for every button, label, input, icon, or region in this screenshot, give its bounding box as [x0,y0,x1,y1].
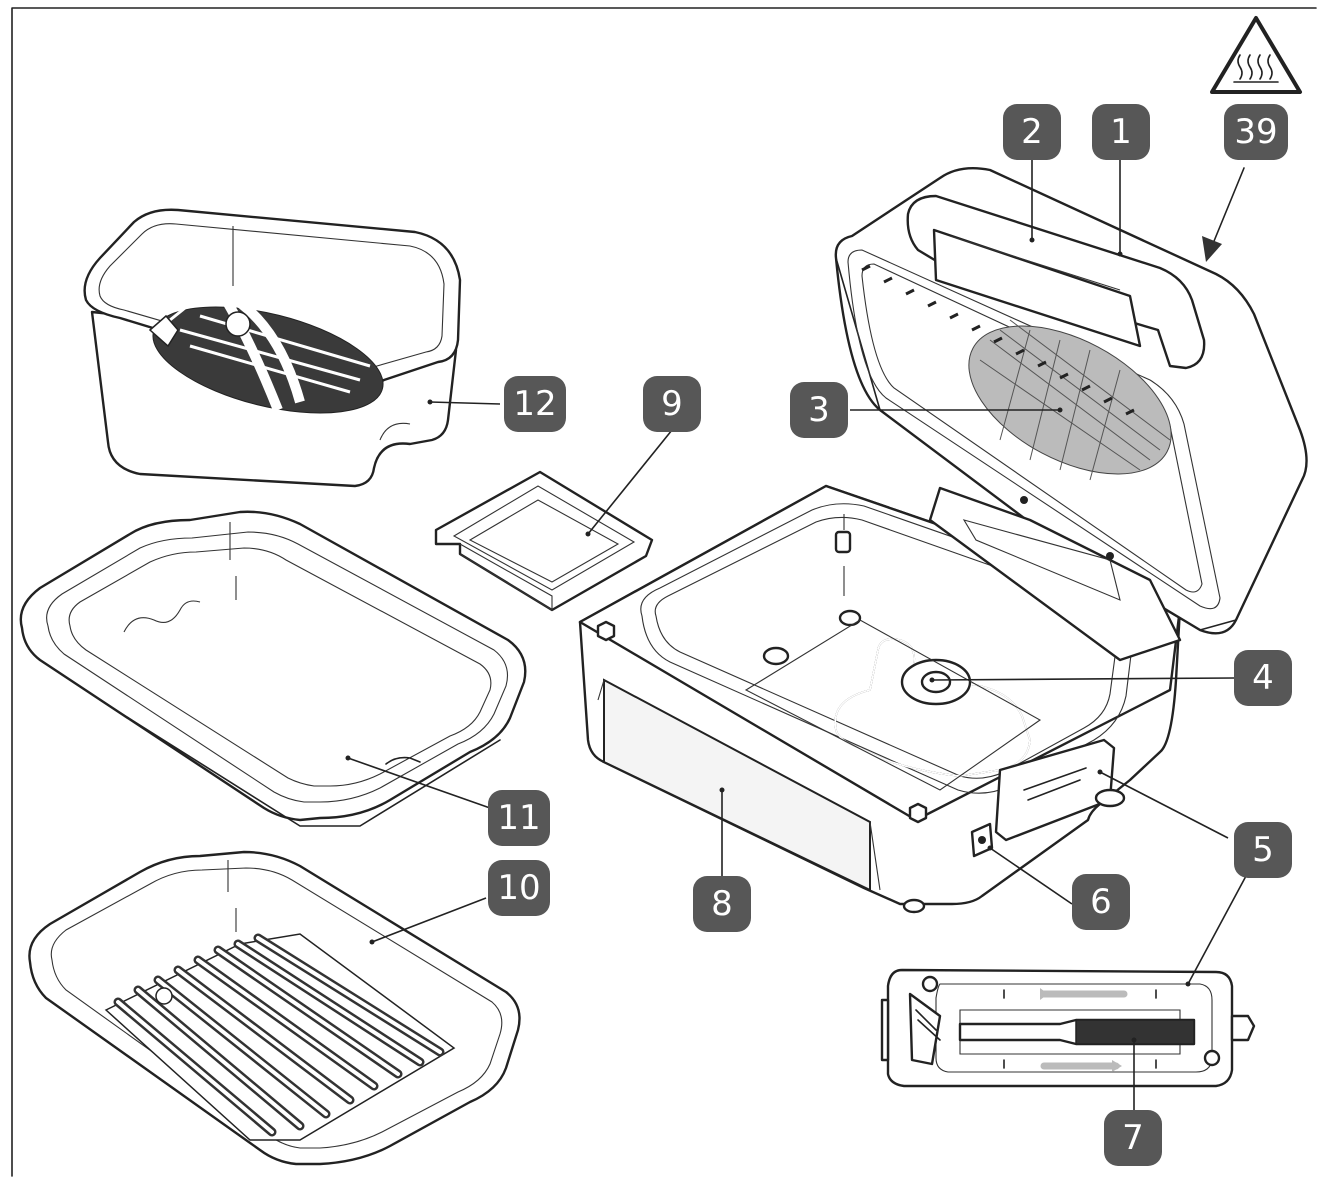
grill-plate-part [28,850,521,1166]
lid-part [834,167,1308,662]
callout-label-6: 6 [1090,882,1112,922]
basket-part [83,208,462,488]
callout-label-8: 8 [711,884,733,924]
callout-badge-6: 6 [1072,874,1130,930]
callout-label-2: 2 [1021,112,1043,152]
callout-label-5: 5 [1252,830,1274,870]
callout-badge-10: 10 [488,860,550,916]
callout-label-11: 11 [497,798,540,838]
callout-label-4: 4 [1252,658,1274,698]
grill-ribs [104,933,456,1141]
lid-arrow [1202,167,1245,262]
callout-badge-1: 1 [1092,104,1150,160]
callout-badge-9: 9 [643,376,701,432]
callout-badge-3: 3 [790,382,848,438]
callout-badge-39: 39 [1224,104,1288,160]
callout-badge-8: 8 [693,876,751,932]
callout-badge-4: 4 [1234,650,1292,706]
cord-compartment-part [880,968,1256,1088]
callout-badge-2: 2 [1003,104,1061,160]
callout-label-39: 39 [1234,112,1277,152]
callout-badge-12: 12 [504,376,566,432]
leader-lines [345,160,1247,1110]
drip-tray-part [19,510,527,827]
callout-label-12: 12 [513,384,556,424]
callout-label-3: 3 [808,390,830,430]
callout-badge-7: 7 [1104,1110,1162,1166]
callout-label-10: 10 [497,868,540,908]
callout-label-1: 1 [1110,112,1132,152]
figure-frame [11,7,1317,1177]
small-tray-part [434,470,654,612]
hot-surface-warning-icon [1210,16,1302,94]
callout-label-9: 9 [661,384,683,424]
callout-label-7: 7 [1122,1118,1144,1158]
callout-badge-5: 5 [1234,822,1292,878]
callout-badge-11: 11 [488,790,550,846]
